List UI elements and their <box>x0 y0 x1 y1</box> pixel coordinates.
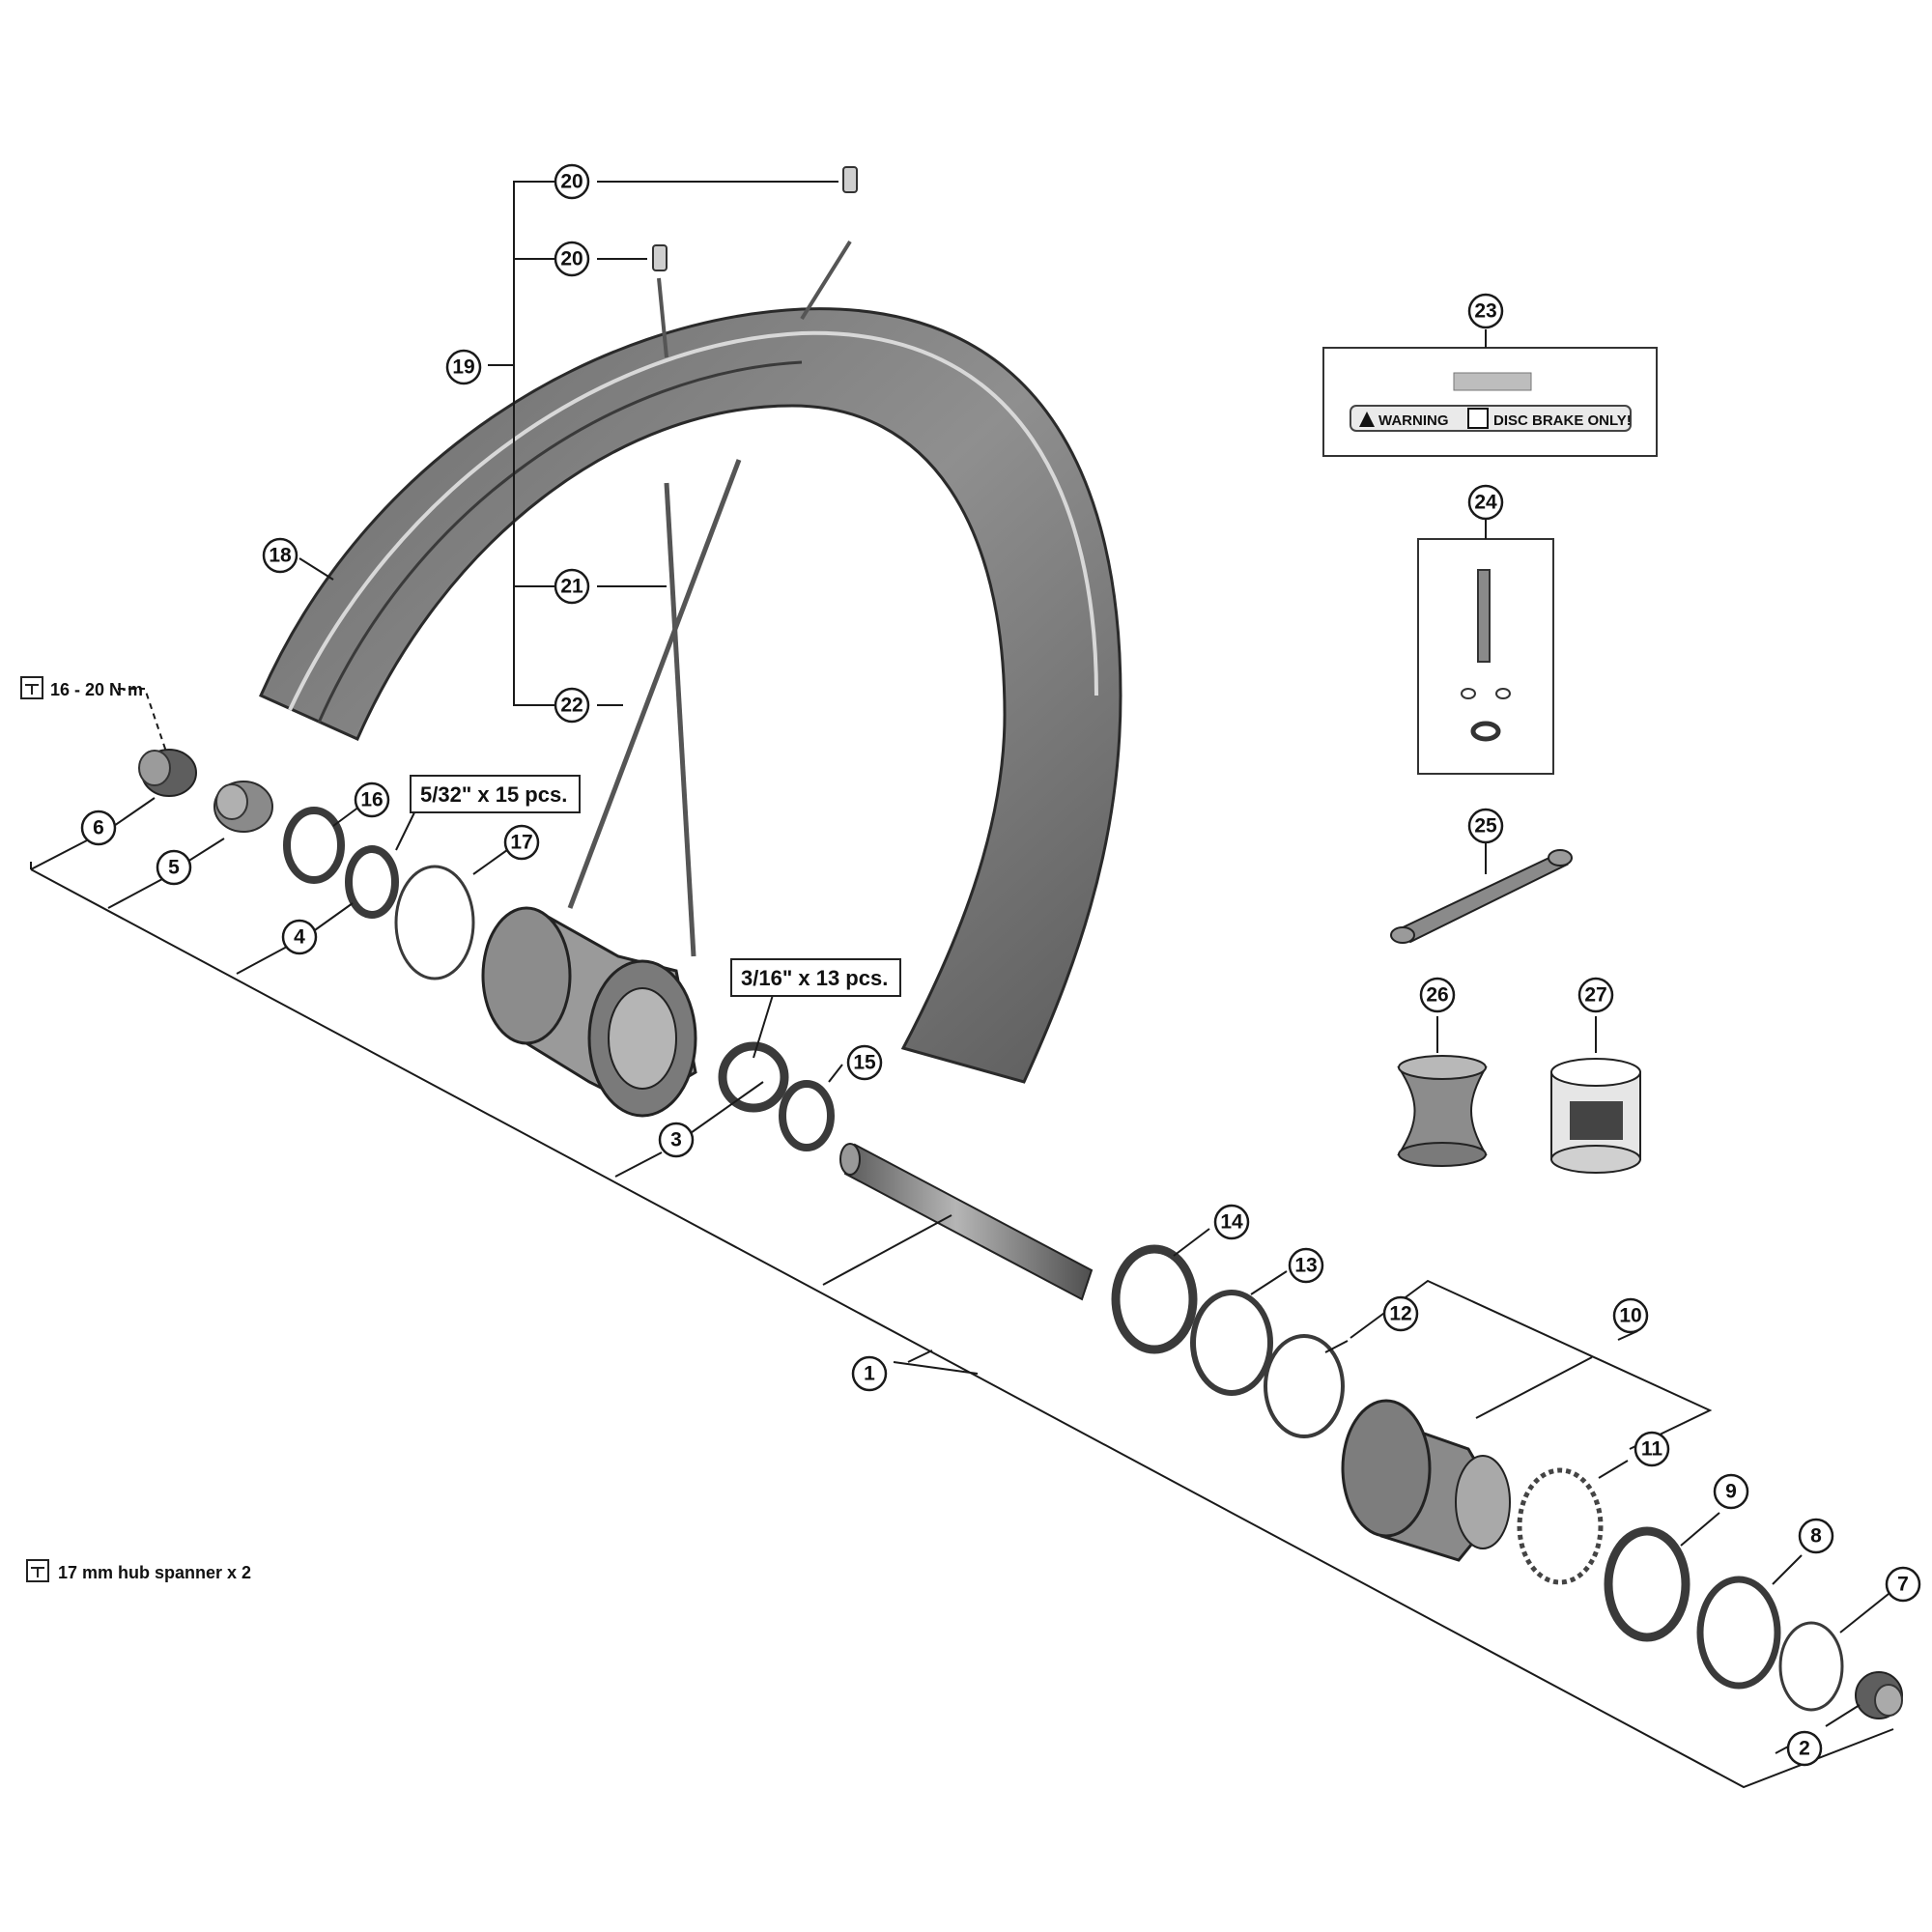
washer-15 <box>779 1080 835 1151</box>
callout-5: 5 <box>156 849 192 886</box>
svg-text:24: 24 <box>1474 492 1497 514</box>
tool-icon <box>26 1559 49 1582</box>
ring-14 <box>1111 1244 1198 1354</box>
balls-right-text: 3/16" x 13 pcs. <box>741 966 888 990</box>
svg-text:25: 25 <box>1474 815 1497 838</box>
spokes <box>567 240 852 957</box>
cone-left <box>213 781 273 833</box>
ring-11 <box>1517 1467 1604 1585</box>
sleeve <box>1397 1055 1488 1167</box>
callout-15: 15 <box>846 1044 883 1081</box>
ring-7 <box>1778 1621 1844 1712</box>
callouts: 1 2 3 4 5 6 7 8 9 10 11 12 13 14 15 16 1… <box>80 163 1921 1767</box>
svg-text:11: 11 <box>1641 1438 1663 1461</box>
washer-16 <box>283 807 345 884</box>
svg-text:15: 15 <box>853 1052 876 1074</box>
svg-text:26: 26 <box>1426 984 1448 1007</box>
svg-text:4: 4 <box>294 926 305 949</box>
callout-2: 2 <box>1786 1730 1823 1767</box>
hub-body <box>481 906 697 1118</box>
svg-text:9: 9 <box>1725 1481 1737 1503</box>
svg-text:27: 27 <box>1584 984 1606 1007</box>
leader-lines <box>30 181 1894 1789</box>
callout-20-mid: 20 <box>554 241 590 277</box>
ring-12 <box>1264 1334 1345 1438</box>
svg-text:1: 1 <box>864 1363 875 1385</box>
sticker-disc-brake-text: DISC BRAKE ONLY! <box>1493 412 1632 429</box>
warning-triangle-icon <box>1359 412 1375 427</box>
ring-13 <box>1190 1290 1273 1396</box>
ring-8 <box>1696 1576 1781 1690</box>
svg-text:20: 20 <box>560 248 582 270</box>
svg-text:8: 8 <box>1810 1525 1822 1548</box>
callout-10: 10 <box>1612 1297 1649 1334</box>
sticker-warning-text: WARNING <box>1378 412 1449 429</box>
callout-1: 1 <box>851 1355 888 1392</box>
valve-box <box>1417 538 1554 775</box>
svg-text:16: 16 <box>360 789 383 811</box>
callout-21: 21 <box>554 568 590 605</box>
svg-text:23: 23 <box>1474 300 1496 323</box>
svg-text:2: 2 <box>1799 1738 1810 1760</box>
torque-text: 16 - 20 N·m <box>50 680 143 699</box>
svg-text:14: 14 <box>1220 1211 1243 1234</box>
svg-text:7: 7 <box>1897 1574 1909 1596</box>
seal-17 <box>394 865 475 980</box>
callout-20-top: 20 <box>554 163 590 200</box>
bearing-left <box>345 845 399 919</box>
ring-9 <box>1604 1526 1690 1642</box>
callout-19: 19 <box>445 349 482 385</box>
callout-22: 22 <box>554 687 590 724</box>
svg-text:20: 20 <box>560 171 582 193</box>
axle <box>839 1143 1094 1301</box>
spoke-wrench <box>1390 849 1573 944</box>
callout-18: 18 <box>262 537 298 574</box>
callout-16: 16 <box>354 781 390 818</box>
callout-17: 17 <box>503 824 540 861</box>
svg-text:5: 5 <box>168 857 180 879</box>
rim <box>259 307 1122 1084</box>
spanner-note: 17 mm hub spanner x 2 <box>26 1559 251 1582</box>
end-cap-right <box>1855 1671 1903 1719</box>
bearing-balls-right-note: 3/16" x 13 pcs. <box>730 958 901 997</box>
bearing-right <box>718 1041 789 1113</box>
callout-26: 26 <box>1419 977 1456 1013</box>
svg-text:19: 19 <box>452 356 474 379</box>
tool-icon <box>20 676 43 699</box>
bearing-balls-left-note: 5/32" x 15 pcs. <box>410 775 581 813</box>
svg-text:22: 22 <box>560 695 582 717</box>
callout-9: 9 <box>1713 1473 1749 1510</box>
nipple-mid <box>652 244 668 271</box>
svg-text:17: 17 <box>510 832 532 854</box>
callout-11: 11 <box>1634 1431 1670 1467</box>
callout-25: 25 <box>1467 808 1504 844</box>
callout-24: 24 <box>1467 484 1504 521</box>
balls-left-text: 5/32" x 15 pcs. <box>420 782 567 807</box>
svg-text:10: 10 <box>1619 1305 1641 1327</box>
svg-text:3: 3 <box>670 1129 682 1151</box>
torque-note: 16 - 20 N·m <box>20 676 143 699</box>
callout-12: 12 <box>1382 1295 1419 1332</box>
callout-3: 3 <box>658 1122 695 1158</box>
callout-13: 13 <box>1288 1247 1324 1284</box>
grease-jar <box>1550 1058 1641 1174</box>
spanner-text: 17 mm hub spanner x 2 <box>58 1563 251 1582</box>
label-sticker-box: WARNING DISC BRAKE ONLY! <box>1322 347 1658 457</box>
callout-7: 7 <box>1885 1566 1921 1603</box>
callout-8: 8 <box>1798 1518 1834 1554</box>
callout-23: 23 <box>1467 293 1504 329</box>
svg-text:6: 6 <box>93 817 104 839</box>
svg-text:12: 12 <box>1389 1303 1411 1325</box>
callout-4: 4 <box>281 919 318 955</box>
callout-6: 6 <box>80 810 117 846</box>
svg-text:18: 18 <box>269 545 292 567</box>
svg-text:13: 13 <box>1294 1255 1317 1277</box>
nipple-top <box>842 166 858 193</box>
callout-14: 14 <box>1213 1204 1250 1240</box>
callout-27: 27 <box>1577 977 1614 1013</box>
locknut-left <box>138 749 197 797</box>
svg-text:21: 21 <box>560 576 583 598</box>
freehub-body <box>1341 1399 1511 1562</box>
